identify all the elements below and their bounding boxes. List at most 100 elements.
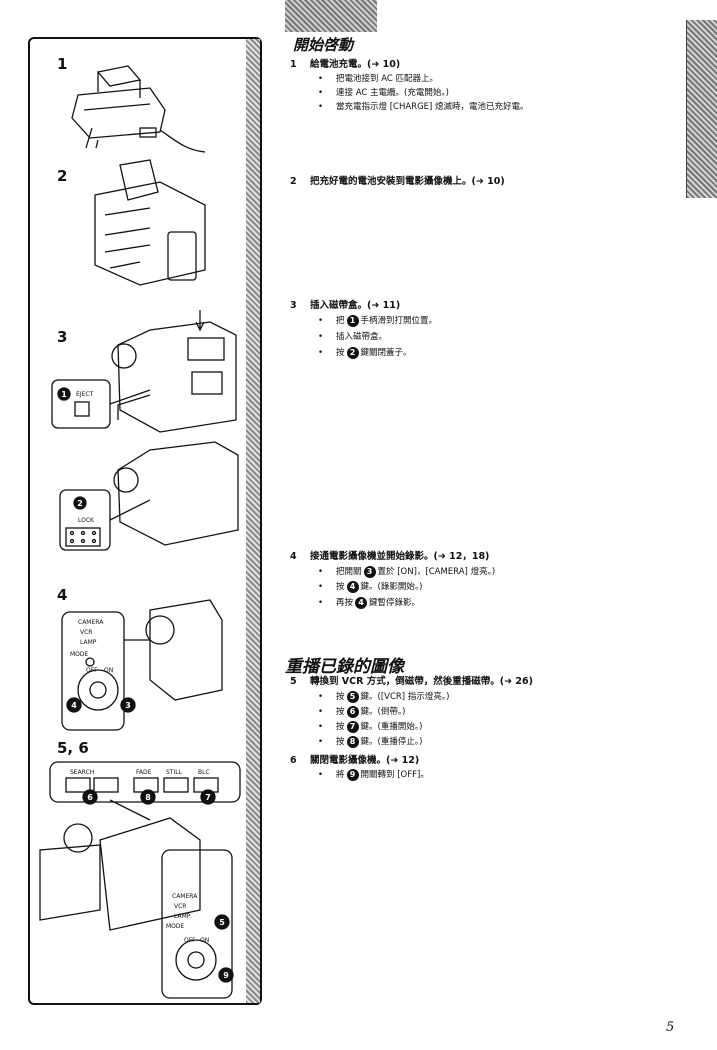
battery-install-drawing <box>94 159 206 286</box>
circled-number-icon: 3 <box>363 565 376 578</box>
bullet-text: 鍵。([VCR] 指示燈亮。) <box>360 692 450 702</box>
bullet-text: 按 <box>336 722 345 732</box>
step-3-bullet: •插入磁帶盒。 <box>318 330 387 342</box>
lock-inset <box>59 489 111 551</box>
lamp-label: LAMP <box>80 639 97 646</box>
circled-number-icon: 9 <box>346 768 359 781</box>
lock-label: LOCK <box>78 517 95 524</box>
bullet-dot: • <box>318 567 324 577</box>
callout-number: 2 <box>77 499 83 508</box>
blc-label: BLC <box>198 769 210 776</box>
circled-number-icon: 6 <box>346 705 359 718</box>
bullet-dot: • <box>318 598 324 608</box>
bullet-dot: • <box>318 770 324 780</box>
eject-label: EJECT <box>76 391 94 398</box>
bullet-dot: • <box>318 102 324 112</box>
illus-step-3-number: 3 <box>57 328 68 346</box>
callout-number: 5 <box>219 918 225 927</box>
lamp-label-2: LAMP <box>174 913 191 920</box>
camera-label-2: CAMERA <box>172 893 198 900</box>
bullet-text: 把開關 <box>336 567 362 577</box>
side-thumb-tab <box>686 20 717 198</box>
callout-number: 8 <box>145 793 151 802</box>
illus-step-1-number: 1 <box>57 55 68 73</box>
mode-label: MODE <box>70 651 89 658</box>
step-number: 5 <box>290 676 297 687</box>
callout-number: 7 <box>205 793 211 802</box>
cassette-open-drawing <box>111 310 237 433</box>
bullet-text: 鍵。(錄影開始。) <box>360 582 423 592</box>
step-number: 3 <box>290 300 297 311</box>
bullet-text: 連接 AC 主電纜。(充電開始。) <box>336 88 449 98</box>
illus-step-56-number: 5, 6 <box>57 739 89 757</box>
circled-number-icon: 5 <box>346 690 359 703</box>
circled-number-icon: 4 <box>355 596 368 609</box>
callout-number: 1 <box>61 390 67 399</box>
bullet-text: 將 <box>336 770 345 780</box>
step-number: 2 <box>290 176 297 187</box>
step-text: 插入磁帶盒。(➜ 11) <box>310 300 401 311</box>
circled-number-icon: 1 <box>346 314 359 327</box>
bullet-dot: • <box>318 74 324 84</box>
bullet-text: 當充電指示燈 [CHARGE] 熄滅時，電池已充好電。 <box>336 102 529 112</box>
bullet-text: 鍵。(倒帶。) <box>360 707 406 717</box>
step-1-bullet: • 連接 AC 主電纜。(充電開始。) <box>318 86 449 98</box>
vcr-label: VCR <box>80 629 92 636</box>
on-label-2: ON <box>200 937 209 944</box>
bullet-text: 把 <box>336 316 345 326</box>
bullet-text: 再按 <box>336 598 354 608</box>
bullet-dot: • <box>318 692 324 702</box>
bullet-text: 按 <box>336 348 345 358</box>
step-number: 6 <box>290 755 297 766</box>
fade-label: FADE <box>136 769 152 776</box>
off-label-2: OFF <box>184 937 196 944</box>
bullet-text: 把電池接到 AC 匹配器上。 <box>336 74 439 84</box>
bullet-dot: • <box>318 707 324 717</box>
bullet-text: 按 <box>336 582 345 592</box>
bullet-text: 按 <box>336 692 345 702</box>
top-section-tab <box>285 0 377 32</box>
vcr-label-2: VCR <box>174 903 186 910</box>
section-title: 開始啓動 <box>293 36 354 54</box>
circled-number-icon: 2 <box>346 346 359 359</box>
bullet-text: 開關轉到 [OFF]。 <box>360 770 429 780</box>
step-number: 1 <box>290 59 297 70</box>
step-6: 6 關閉電影攝像機。(➜ 12) <box>290 752 419 766</box>
bullet-text: 按 <box>336 737 345 747</box>
callout-number: 6 <box>87 793 93 802</box>
panel-shade-strip <box>246 39 260 1003</box>
bullet-dot: • <box>318 88 324 98</box>
bullet-text: 置於 [ON]，[CAMERA] 燈亮。) <box>377 567 496 577</box>
step-3: 3 插入磁帶盒。(➜ 11) <box>290 297 400 311</box>
bullet-text: 插入磁帶盒。 <box>336 332 388 342</box>
circled-number-icon: 8 <box>346 735 359 748</box>
step-1-bullet: • 把電池接到 AC 匹配器上。 <box>318 72 438 84</box>
bullet-text: 鍵。(重播停止。) <box>360 737 423 747</box>
camera-label: CAMERA <box>78 619 104 626</box>
callout-number: 9 <box>223 971 229 980</box>
bullet-dot: • <box>318 316 324 326</box>
bullet-dot: • <box>318 722 324 732</box>
still-label: STILL <box>166 769 183 776</box>
charger-drawing <box>71 65 206 153</box>
bullet-text: 按 <box>336 707 345 717</box>
illus-step-4-number: 4 <box>57 586 68 604</box>
page-number: 5 <box>666 1020 675 1035</box>
step-text: 關閉電影攝像機。(➜ 12) <box>310 755 420 766</box>
playback-title: 重播已錄的圖像 <box>285 657 404 677</box>
callout-number: 3 <box>125 701 131 710</box>
search-label: SEARCH <box>70 769 94 776</box>
bullet-text: 手柄滑到打開位置。 <box>360 316 438 326</box>
cassette-close-drawing <box>109 441 239 546</box>
